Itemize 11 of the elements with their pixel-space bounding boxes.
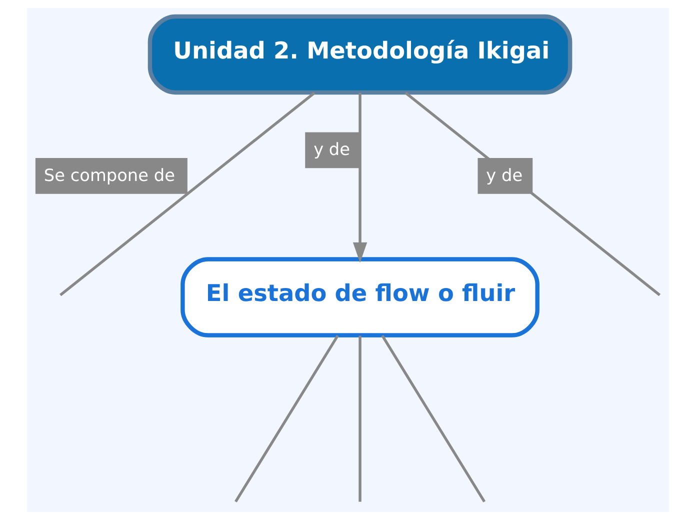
connector: [404, 92, 661, 296]
edge-label: y de: [314, 139, 350, 160]
node-box: Unidad 2. Metodología Ikigai: [148, 14, 572, 95]
connector: [60, 92, 316, 296]
connector: [381, 334, 486, 502]
edge-label: y de: [486, 165, 523, 186]
edge-label: Se compone de: [44, 165, 175, 186]
node-box: El estado de flow o fluir: [180, 257, 540, 338]
connector: [358, 336, 362, 502]
arrow: [352, 92, 368, 263]
connector: [234, 334, 339, 502]
